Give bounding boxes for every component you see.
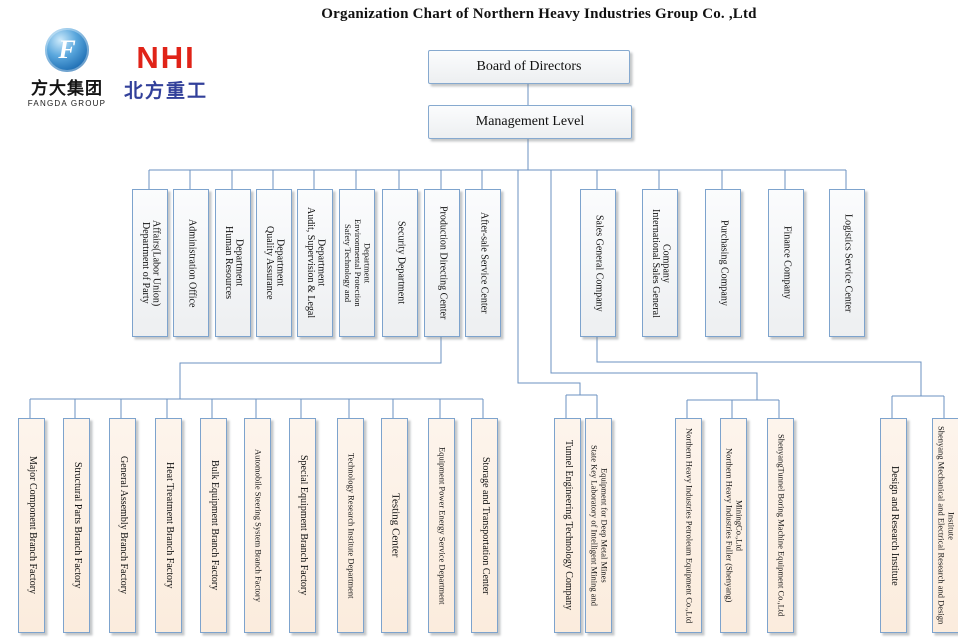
unit-heat-treatment-factory: Heat Treatment Branch Factory <box>155 418 182 633</box>
unit-structural-parts-factory: Structural Parts Branch Factory <box>63 418 90 633</box>
dept-international-sales: International Sales General Company <box>642 189 678 337</box>
dept-finance-company: Finance Company <box>768 189 804 337</box>
node-label: Administration Office <box>186 218 198 308</box>
node-label: Logistics Service Center <box>842 213 854 313</box>
fangda-chinese-name: 方大集团 <box>31 79 103 98</box>
fangda-globe-icon: F <box>45 28 89 72</box>
node-label: ShenyangTunnel Boring Machine Equipment … <box>776 434 787 617</box>
node-label: Production Directing Center <box>437 206 449 320</box>
dept-audit-supervision-legal: Audit, Supervision & Legal Department <box>297 189 333 337</box>
page-title: Organization Chart of Northern Heavy Ind… <box>321 6 757 22</box>
node-label: Quality Assurance Department <box>264 226 286 300</box>
unit-mechanical-electrical-institute: Shenyang Mechanical and Electrical Resea… <box>932 418 958 633</box>
node-label: Human Resources Department <box>223 226 245 300</box>
node-label: Tunnel Engineering Technology Company <box>562 440 574 611</box>
node-label: Northern Heavy Industries Fuller (Shenya… <box>724 448 745 603</box>
connector-department-drops <box>148 170 847 189</box>
node-label: Heat Treatment Branch Factory <box>163 462 175 589</box>
node-label: Audit, Supervision & Legal Department <box>305 207 327 319</box>
node-label: Finance Company <box>781 226 793 300</box>
node-label: Equipment Power Energy Service Departmen… <box>437 446 448 605</box>
unit-testing-center: Testing Center <box>381 418 408 633</box>
node-label: Structural Parts Branch Factory <box>71 462 83 589</box>
node-label: State Key Laboratory of Intelligent Mini… <box>589 445 610 606</box>
node-label: Purchasing Company <box>718 220 730 306</box>
dept-after-sale-service-center: After-sale Service Center <box>465 189 501 337</box>
dept-sales-general-company: Sales General Company <box>580 189 616 337</box>
logo-group: F 方大集团 FANGDA GROUP NHI 北方重工 <box>20 28 208 108</box>
dept-production-directing-center: Production Directing Center <box>424 189 460 337</box>
unit-storage-transportation-center: Storage and Transportation Center <box>471 418 498 633</box>
dept-quality-assurance: Quality Assurance Department <box>256 189 292 337</box>
fangda-initial: F <box>58 35 76 64</box>
node-label: General Assembly Branch Factory <box>117 456 129 595</box>
nhi-logo: NHI 北方重工 <box>124 28 208 108</box>
unit-technology-research-institute: Technology Research Institute Department <box>337 418 364 633</box>
node-label: Bulk Equipment Branch Factory <box>208 460 220 591</box>
nhi-acronym: NHI <box>136 40 196 75</box>
fangda-logo: F 方大集团 FANGDA GROUP <box>20 28 114 108</box>
dept-party-affairs: Department of Party Affairs(Labor Union) <box>132 189 168 337</box>
dept-logistics-service-center: Logistics Service Center <box>829 189 865 337</box>
node-label: Special Equipment Branch Factory <box>297 455 309 596</box>
node-label: Northern Heavy Industries Petroleum Equi… <box>684 427 695 624</box>
unit-special-equipment-factory: Special Equipment Branch Factory <box>289 418 316 633</box>
nhi-chinese-name: 北方重工 <box>124 81 209 102</box>
dept-security: Security Department <box>382 189 418 337</box>
node-label: Storage and Transportation Center <box>479 456 491 595</box>
fangda-english-name: FANGDA GROUP <box>27 99 107 108</box>
unit-fuller-shenyang-mining-co: Northern Heavy Industries Fuller (Shenya… <box>720 418 747 633</box>
unit-tunnel-engineering-company: Tunnel Engineering Technology Company <box>554 418 581 633</box>
connector-sales-to-institutes <box>596 335 945 418</box>
node-label: Design and Research Institute <box>888 465 900 586</box>
node-label: Automobile Steering System Branch Factor… <box>253 449 264 602</box>
unit-state-key-laboratory: State Key Laboratory of Intelligent Mini… <box>585 418 612 633</box>
node-label: Safety Technology and Environmental Prot… <box>343 219 373 307</box>
dept-human-resources: Human Resources Department <box>215 189 251 337</box>
node-label: Testing Center <box>389 493 402 558</box>
dept-safety-environmental: Safety Technology and Environmental Prot… <box>339 189 375 337</box>
unit-petroleum-equipment-co: Northern Heavy Industries Petroleum Equi… <box>675 418 702 633</box>
unit-tunnel-boring-machine-co: ShenyangTunnel Boring Machine Equipment … <box>767 418 794 633</box>
dept-purchasing-company: Purchasing Company <box>705 189 741 337</box>
node-label: After-sale Service Center <box>478 212 490 314</box>
unit-equipment-power-energy: Equipment Power Energy Service Departmen… <box>428 418 455 633</box>
unit-bulk-equipment-factory: Bulk Equipment Branch Factory <box>200 418 227 633</box>
node-label: Shenyang Mechanical and Electrical Resea… <box>936 426 957 625</box>
node-label: Security Department <box>395 221 407 305</box>
unit-general-assembly-factory: General Assembly Branch Factory <box>109 418 136 633</box>
node-label: Major Component Branch Factory <box>26 456 38 595</box>
unit-design-research-institute: Design and Research Institute <box>880 418 907 633</box>
unit-major-component-factory: Major Component Branch Factory <box>18 418 45 633</box>
node-board-of-directors: Board of Directors <box>428 50 630 84</box>
node-label: International Sales General Company <box>650 208 672 318</box>
node-label: Management Level <box>475 114 585 129</box>
connector-production-to-factories <box>29 335 484 418</box>
dept-administration-office: Administration Office <box>173 189 209 337</box>
node-label: Department of Party Affairs(Labor Union) <box>140 219 162 307</box>
node-label: Sales General Company <box>593 214 605 312</box>
node-label: Technology Research Institute Department <box>346 452 357 599</box>
node-label: Board of Directors <box>476 59 582 74</box>
unit-automobile-steering-factory: Automobile Steering System Branch Factor… <box>244 418 271 633</box>
node-management-level: Management Level <box>428 105 632 139</box>
